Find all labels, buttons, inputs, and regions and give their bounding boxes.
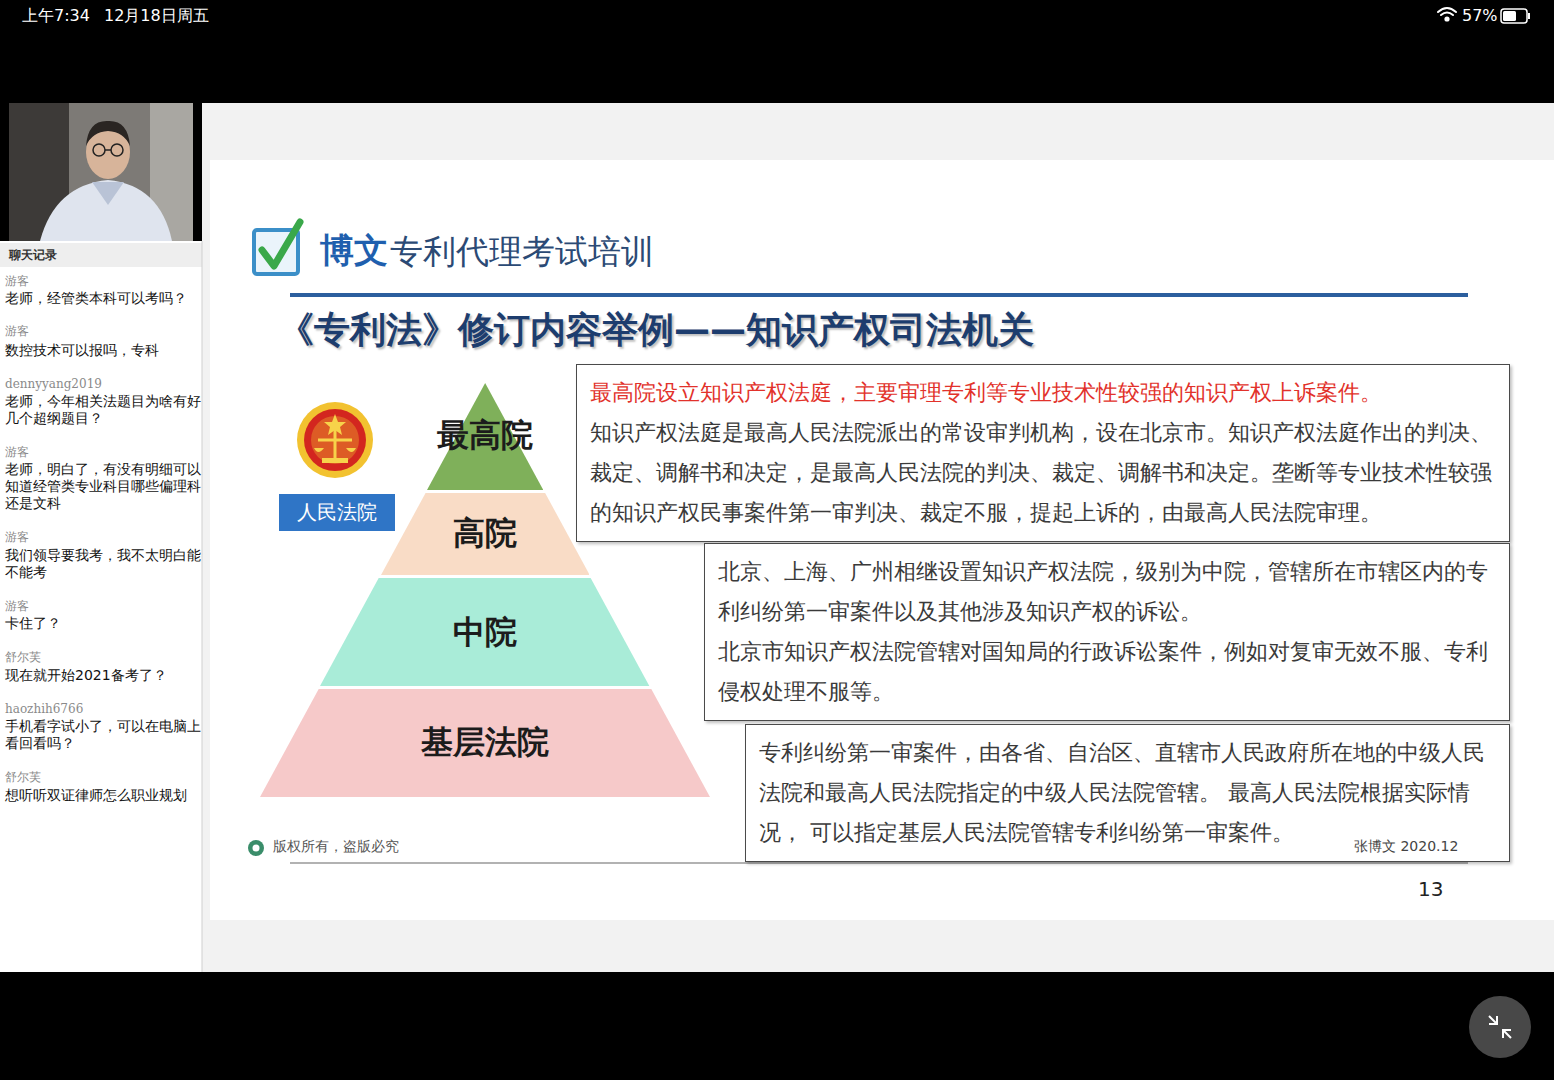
slide-page <box>210 160 1554 920</box>
band-fill <box>427 383 543 490</box>
note-box: 最高院设立知识产权法庭，主要审理专利等专业技术性较强的知识产权上诉案件。知识产权… <box>576 364 1510 542</box>
chat-user-name: 游客 <box>5 324 29 338</box>
chat-divider <box>202 241 203 972</box>
chat-message: 手机看字试小了，可以在电脑上看回看吗？ <box>5 718 202 752</box>
band-fill <box>320 578 649 686</box>
chat-user-name: dennyyang2019 <box>5 377 102 391</box>
chat-user-name: 游客 <box>5 274 29 288</box>
chat-panel <box>0 241 202 972</box>
brand-name: 博文 <box>320 230 388 271</box>
chat-message: 想听听双证律师怎么职业规划 <box>5 787 202 804</box>
chat-header: 聊天记录 <box>9 248 57 262</box>
band-fill <box>260 689 710 797</box>
court-level-label: 最高院 <box>437 415 533 455</box>
exit-fullscreen-button <box>1469 996 1531 1058</box>
court-level-label: 中院 <box>453 612 517 652</box>
status-date: 12月18日周五 <box>104 6 209 25</box>
body-text: 专利纠纷第一审案件，由各省、自治区、直辖市人民政府所在地的中级人民法院和最高人民… <box>759 733 1497 853</box>
brand-tagline: 专利代理考试培训 <box>390 232 654 272</box>
page-number: 13 <box>1418 877 1443 901</box>
slide-ground <box>202 103 1554 972</box>
pyramid-band: 中院 <box>320 578 649 686</box>
note-box: 专利纠纷第一审案件，由各省、自治区、直辖市人民政府所在地的中级人民法院和最高人民… <box>745 724 1510 862</box>
chat-message: 数控技术可以报吗，专科 <box>5 342 202 359</box>
wifi-icon <box>1438 8 1456 21</box>
slide-title: 《专利法》修订内容举例——知识产权司法机关 <box>278 306 1034 355</box>
body-text: 北京市知识产权法院管辖对国知局的行政诉讼案件，例如对复审无效不服、专利侵权处理不… <box>718 632 1497 712</box>
court-tag-text: 人民法院 <box>289 494 385 531</box>
chat-message: 我们领导要我考，我不太明白能不能考 <box>5 547 202 581</box>
footer-rule <box>290 862 1468 864</box>
copyright-icon-dot <box>253 845 260 852</box>
chat-message: 老师，明白了，有没有明细可以知道经管类专业科目哪些偏理科还是文科 <box>5 461 202 512</box>
battery-icon <box>1501 9 1530 23</box>
chat-user-name: 游客 <box>5 530 29 544</box>
battery-percent: 57% <box>1462 6 1498 25</box>
body-text: 北京、上海、广州相继设置知识产权法院，级别为中院，管辖所在市辖区内的专利纠纷第一… <box>718 552 1497 632</box>
court-level-label: 基层法院 <box>421 722 549 762</box>
pyramid-band: 高院 <box>381 493 590 575</box>
title-rule <box>290 293 1468 297</box>
band-fill <box>381 493 590 575</box>
copyright-note: 版权所有，盗版必究 <box>273 838 399 855</box>
chat-message: 现在就开始2021备考了？ <box>5 667 202 684</box>
chat-user-name: haozhih6766 <box>5 702 83 716</box>
chat-message: 老师，今年相关法题目为啥有好几个超纲题目？ <box>5 393 202 427</box>
logo-checkbox <box>254 222 300 274</box>
note-box: 北京、上海、广州相继设置知识产权法院，级别为中院，管辖所在市辖区内的专利纠纷第一… <box>704 543 1510 721</box>
court-level-label: 高院 <box>453 513 517 553</box>
chat-user-name: 舒尔芙 <box>5 770 41 784</box>
pyramid-top: 最高院 <box>427 383 543 490</box>
chat-user-name: 舒尔芙 <box>5 650 41 664</box>
pyramid-band: 基层法院 <box>260 689 710 797</box>
chat-message: 卡住了？ <box>5 615 202 632</box>
court-emblem <box>297 402 373 478</box>
chat-user-name: 游客 <box>5 445 29 459</box>
status-time: 上午7:34 <box>22 6 90 25</box>
court-tag: 人民法院 <box>279 494 395 531</box>
chat-header-bar <box>0 243 202 267</box>
highlight-text: 最高院设立知识产权法庭，主要审理专利等专业技术性较强的知识产权上诉案件。 <box>590 373 1497 413</box>
video-thumbnail <box>9 103 193 241</box>
copyright-icon <box>248 840 264 856</box>
chat-message: 老师，经管类本科可以考吗？ <box>5 290 202 307</box>
body-text: 知识产权法庭是最高人民法院派出的常设审判机构，设在北京市。知识产权法庭作出的判决… <box>590 413 1497 533</box>
chat-user-name: 游客 <box>5 599 29 613</box>
author-date: 张博文 2020.12 <box>1354 838 1458 855</box>
